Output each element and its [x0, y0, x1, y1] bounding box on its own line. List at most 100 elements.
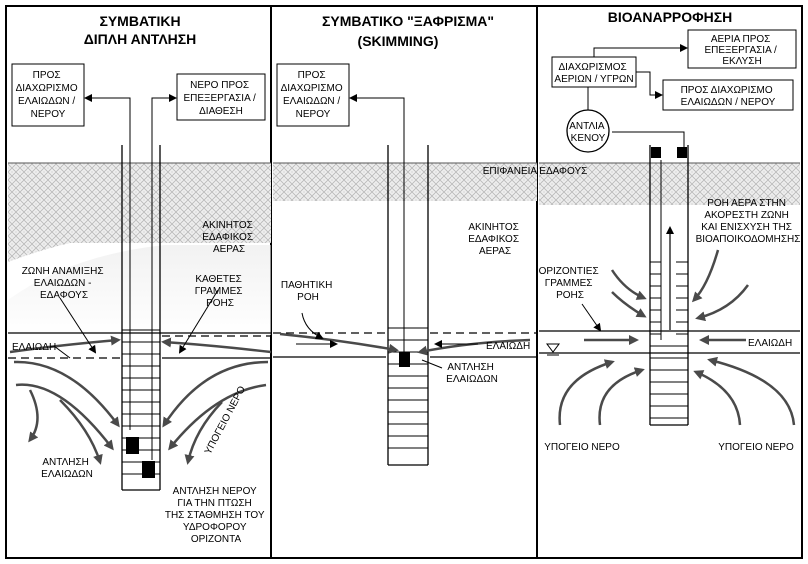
- svg-text:ΑΚΙΝΗΤΟΣ ΕΔΑΦΙΚΟΣ: ΑΚΙΝΗΤΟΣ ΕΔΑΦΙΚΟΣ ΑΕΡΑΣ: [468, 222, 522, 257]
- label-passive-flow: ΡΟΗ: [297, 292, 319, 303]
- oil-mix-zone: [8, 245, 271, 335]
- label-soil-air: ΕΔΑΦΙΚΟΣ: [468, 234, 519, 245]
- panel-skim-title-2: (SKIMMING): [358, 33, 439, 49]
- label-soil-air: ΕΔΑΦΙΚΟΣ: [202, 232, 253, 243]
- label-groundwater-left: ΥΠΟΓΕΙΟ ΝΕΡΟ: [544, 442, 620, 453]
- label-pump-oil: ΑΝΤΛΗΣΗ: [42, 457, 89, 468]
- label-vertical-flow: ΚΑΘΕΤΕΣ: [195, 274, 242, 285]
- svg-text:ΟΡΙΖΟΝΤΙΕΣ ΓΡΑΜΜΕΣ: ΟΡΙΖΟΝΤΙΕΣ ΓΡΑΜΜΕΣ ΡΟΗΣ: [539, 266, 602, 301]
- pipe-oil: [349, 94, 405, 356]
- label-air-flow: ΒΙΟΑΠΟΙΚΟΔΟΜΗΣΗΣ: [696, 234, 801, 245]
- svg-text:ΑΝΤΛΙΑ ΚΕΝΟΥ: ΑΝΤΛΙΑ ΚΕΝΟΥ: [569, 121, 607, 144]
- flow-lines: [558, 249, 796, 426]
- box-oil-separation-line: ΝΕΡΟΥ: [296, 109, 331, 120]
- outer-frame: [5, 5, 803, 559]
- box-water-treatment-line: ΔΙΑΘΕΣΗ: [199, 106, 243, 117]
- svg-text:ΠΑΘΗΤΙΚΗ ΡΟΗ: ΠΑΘΗΤΙΚΗ ΡΟΗ: [281, 280, 335, 303]
- vacuum-pump-label: ΑΝΤΛΙΑ: [569, 121, 605, 132]
- panel-bio-title: ΒΙΟΑΝΑΡΡΟΦΗΣΗ: [608, 9, 733, 25]
- label-air-flow: ΑΚΟΡΕΣΤΗ ΖΩΝΗ: [704, 210, 788, 221]
- box-oil-separation-line: ΕΛΑΙΩΔΩΝ /: [18, 96, 75, 107]
- pump-oil: [399, 352, 410, 367]
- panel-bioslurping: ΒΙΟΑΝΑΡΡΟΦΗΣΗ ΑΕΡΙΑ ΠΡΟΣ ΕΠΕΞΕΡΓΑΣΙΑ / Ε…: [483, 9, 801, 453]
- label-pump-water: ΟΡΙΖΟΝΤΑ: [191, 534, 242, 545]
- label-vertical-flow: ΓΡΑΜΜΕΣ: [195, 286, 243, 297]
- label-mix-zone: ΕΔΑΦΟΥΣ: [40, 290, 88, 301]
- box-oil-separation-line: ΔΙΑΧΩΡΙΣΜΟ: [16, 83, 78, 94]
- pipe-water: [151, 94, 177, 460]
- label-mix-zone: ΕΛΑΙΩΔΩΝ -: [34, 278, 92, 289]
- panel-dual-pumping: ΣΥΜΒΑΤΙΚΗ ΔΙΠΛΗ ΑΝΤΛΗΣΗ ΠΡΟΣ ΔΙΑΧΩΡΙΣΜΟ …: [8, 13, 272, 545]
- label-pump-water: ΥΔΡΟΦΟΡΟΥ: [183, 522, 247, 533]
- well-cap-right: [677, 147, 687, 158]
- box-gas-treatment-line: ΑΕΡΙΑ ΠΡΟΣ: [711, 34, 771, 45]
- label-pump-oil: ΕΛΑΙΩΔΩΝ: [446, 374, 498, 385]
- panel-skim-title-1: ΣΥΜΒΑΤΙΚΟ "ΞΑΦΡΙΣΜΑ": [322, 13, 494, 29]
- panel-dual-title-1: ΣΥΜΒΑΤΙΚΗ: [99, 13, 180, 29]
- svg-text:ΔΙΑΧΩΡΙΣΜΟΣ ΑΕΡΙΩΝ / ΥΓΡ: ΔΙΑΧΩΡΙΣΜΟΣ ΑΕΡΙΩΝ / ΥΓΡΩΝ: [554, 62, 633, 85]
- flow-lines: [9, 335, 272, 465]
- well-cap-left: [651, 147, 661, 158]
- svg-text:ΑΝΤΛΗΣΗ ΕΛΑΙΩΔΩΝ: ΑΝΤΛΗΣΗ ΕΛΑΙΩΔΩΝ: [41, 457, 93, 480]
- soil-layer-wedge: [8, 243, 70, 262]
- svg-text:ΠΡΟΣ ΔΙΑΧΩΡΙΣΜΟ ΕΛ: ΠΡΟΣ ΔΙΑΧΩΡΙΣΜΟ ΕΛΑΙΩΔΩΝ / ΝΕΡΟΥ: [281, 70, 346, 120]
- label-air-flow: ΡΟΗ ΑΕΡΑ ΣΤΗΝ: [707, 198, 786, 209]
- label-passive-flow: ΠΑΘΗΤΙΚΗ: [281, 280, 332, 291]
- box-oil-separation-line: ΕΛΑΙΩΔΩΝ /: [283, 96, 340, 107]
- panel-skimming: ΣΥΜΒΑΤΙΚΟ "ΞΑΦΡΙΣΜΑ" (SKIMMING) ΠΡΟΣ ΔΙΑ…: [273, 13, 537, 466]
- label-soil-air: ΑΕΡΑΣ: [479, 246, 511, 257]
- box-oil-separation-line: ΝΕΡΟΥ: [31, 109, 66, 120]
- label-soil-air: ΑΚΙΝΗΤΟΣ: [202, 220, 252, 231]
- svg-text:ΠΡΟΣ ΔΙΑΧΩΡΙΣΜΟ ΕΛ: ΠΡΟΣ ΔΙΑΧΩΡΙΣΜΟ ΕΛΑΙΩΔΩΝ / ΝΕΡΟΥ: [16, 70, 81, 120]
- label-horizontal-flow: ΡΟΗΣ: [556, 290, 584, 301]
- svg-text:ΑΕΡΙΑ ΠΡΟΣ ΕΠΕΞΕΡΓΑΣΙΑ /: ΑΕΡΙΑ ΠΡΟΣ ΕΠΕΞΕΡΓΑΣΙΑ / ΕΚΛΥΣΗ: [704, 34, 779, 67]
- soil-layer: [8, 163, 271, 243]
- label-groundwater-right: ΥΠΟΓΕΙΟ ΝΕΡΟ: [718, 442, 794, 453]
- water-table-symbol: [546, 343, 560, 353]
- svg-text:ΑΝΤΛΗΣΗ ΝΕΡΟΥ ΓΙΑ ΤΗΝ ΠΤ: ΑΝΤΛΗΣΗ ΝΕΡΟΥ ΓΙΑ ΤΗΝ ΠΤΩΣΗ ΤΗΣ ΣΤΑΘΜΗΣΗ…: [165, 486, 267, 545]
- label-oil: ΕΛΑΙΩΔΗ: [12, 342, 56, 353]
- well-screen: [122, 329, 160, 475]
- vacuum-pump-label: ΚΕΝΟΥ: [571, 133, 606, 144]
- label-horizontal-flow: ΟΡΙΖΟΝΤΙΕΣ: [539, 266, 599, 277]
- svg-text:ΑΝΤΛΗΣΗ ΕΛΑΙΩΔΩΝ: ΑΝΤΛΗΣΗ ΕΛΑΙΩΔΩΝ: [446, 362, 498, 385]
- box-water-treatment: [176, 73, 266, 121]
- soil-layer: [539, 163, 800, 205]
- label-air-flow: ΚΑΙ ΕΝΙΣΧΥΣΗ ΤΗΣ: [701, 222, 792, 233]
- label-soil-air: ΑΚΙΝΗΤΟΣ: [468, 222, 518, 233]
- box-oil-separation-line: ΔΙΑΧΩΡΙΣΜΟ: [281, 83, 343, 94]
- pump-oil: [126, 437, 139, 454]
- soil-layer: [273, 163, 537, 201]
- well-screen: [650, 261, 688, 419]
- label-surface: ΕΠΙΦΑΝΕΙΑ ΕΔΑΦΟΥΣ: [483, 166, 588, 177]
- box-water-treatment-line: ΕΠΕΞΕΡΓΑΣΙΑ /: [183, 93, 256, 104]
- label-groundwater: ΥΠΟΓΕΙΟ ΝΕΡΟ: [203, 384, 248, 456]
- box-oil-separation: [662, 79, 794, 111]
- vacuum-pump: [566, 109, 610, 153]
- box-gas-liquid-separation-line: ΔΙΑΧΩΡΙΣΜΟΣ: [559, 62, 627, 73]
- label-oil: ΕΛΑΙΩΔΗ: [486, 341, 530, 352]
- box-oil-separation-line: ΠΡΟΣ: [33, 70, 61, 81]
- label-pump-oil: ΕΛΑΙΩΔΩΝ: [41, 469, 93, 480]
- well-screen: [388, 327, 428, 449]
- label-pump-water: ΑΝΤΛΗΣΗ ΝΕΡΟΥ: [173, 486, 257, 497]
- label-soil-air: ΑΕΡΑΣ: [213, 244, 245, 255]
- box-oil-separation: [11, 63, 85, 127]
- box-gas-treatment-line: ΕΚΛΥΣΗ: [722, 56, 761, 67]
- svg-text:ΚΑΘΕΤΕΣ ΓΡΑΜΜΕΣ ΡΟ: ΚΑΘΕΤΕΣ ΓΡΑΜΜΕΣ ΡΟΗΣ: [195, 274, 245, 309]
- box-oil-separation-line: ΕΛΑΙΩΔΩΝ / ΝΕΡΟΥ: [681, 97, 776, 108]
- pump-water: [142, 461, 155, 478]
- svg-text:ΖΩΝΗ ΑΝΑΜΙΞΗΣ ΕΛΑΙΩΔΩΝ -: ΖΩΝΗ ΑΝΑΜΙΞΗΣ ΕΛΑΙΩΔΩΝ - ΕΔΑΦΟΥΣ: [22, 266, 107, 301]
- box-oil-separation-line: ΠΡΟΣ ΔΙΑΧΩΡΙΣΜΟ: [681, 85, 773, 96]
- svg-text:ΑΚΙΝΗΤΟΣ ΕΔΑΦΙΚΟΣ: ΑΚΙΝΗΤΟΣ ΕΔΑΦΙΚΟΣ ΑΕΡΑΣ: [202, 220, 256, 255]
- box-water-treatment-line: ΝΕΡΟ ΠΡΟΣ: [190, 80, 249, 91]
- label-pump-water: ΤΗΣ ΣΤΑΘΜΗΣΗ ΤΟΥ: [165, 510, 265, 521]
- pipe-oil: [84, 94, 131, 430]
- svg-text:ΝΕΡΟ ΠΡΟΣ ΕΠΕΞΕΡΓΑΣΙΑ /: ΝΕΡΟ ΠΡΟΣ ΕΠΕΞΕΡΓΑΣΙΑ / ΔΙΑΘΕΣΗ: [183, 80, 258, 117]
- panel-dual-title-2: ΔΙΠΛΗ ΑΝΤΛΗΣΗ: [84, 31, 197, 47]
- label-mix-zone: ΖΩΝΗ ΑΝΑΜΙΞΗΣ: [22, 266, 104, 277]
- label-pump-water: ΓΙΑ ΤΗΝ ΠΤΩΣΗ: [177, 498, 251, 509]
- box-gas-liquid-separation-line: ΑΕΡΙΩΝ / ΥΓΡΩΝ: [554, 74, 633, 85]
- label-pump-oil: ΑΝΤΛΗΣΗ: [447, 362, 494, 373]
